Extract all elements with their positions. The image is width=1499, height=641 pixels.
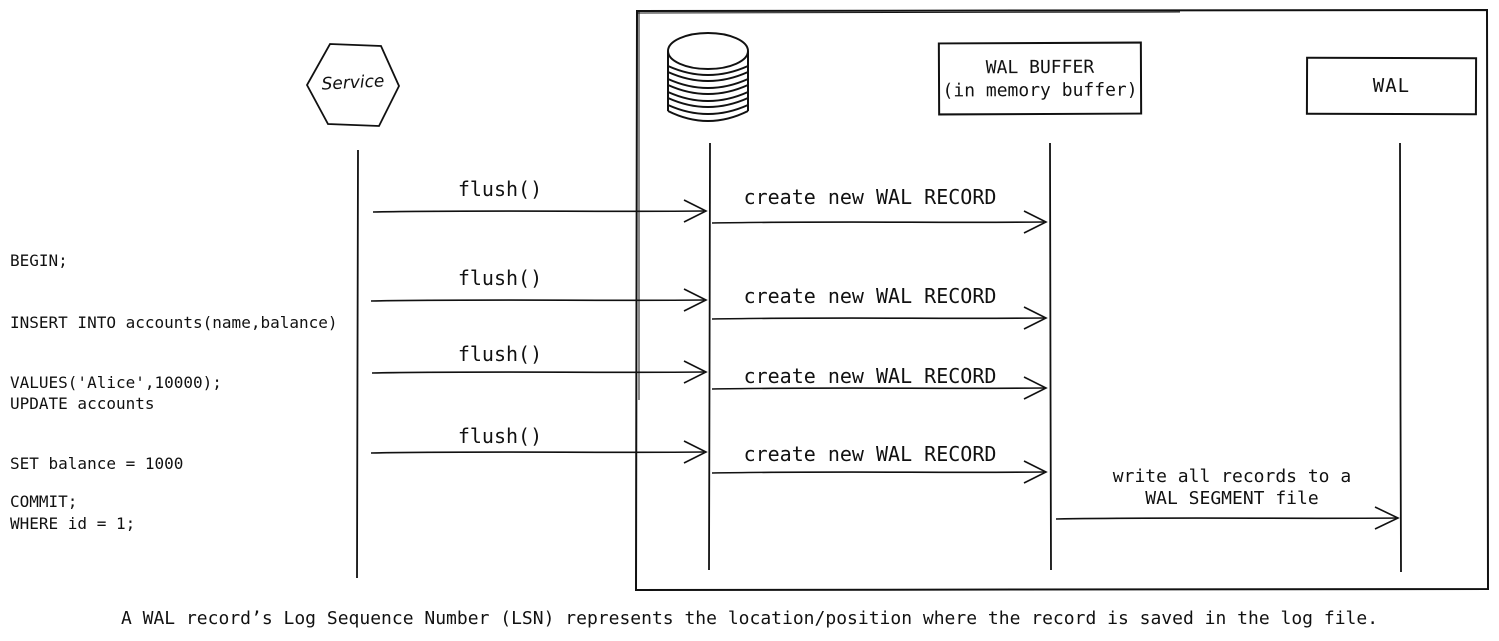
lsn-caption: A WAL record’s Log Sequence Number (LSN)… [120, 608, 1379, 629]
write-segment-arrow [1055, 506, 1400, 530]
create-record-arrow-2 [711, 306, 1048, 330]
wal-buffer-box: WAL BUFFER (in memory buffer) [937, 41, 1143, 116]
wal-title: WAL [1372, 74, 1411, 98]
flush-arrow-1 [372, 199, 708, 223]
sql-line: BEGIN; [10, 251, 68, 270]
create-record-label-2: create new WAL RECORD [743, 284, 997, 308]
sql-line: COMMIT; [10, 492, 78, 511]
database-icon [667, 32, 749, 122]
create-record-label-3: create new WAL RECORD [743, 364, 997, 388]
sql-line: WHERE id = 1; [10, 514, 136, 533]
sql-statement-update: UPDATE accounts SET balance = 1000 WHERE… [10, 354, 183, 574]
wal-buffer-lifeline [1049, 142, 1052, 571]
wal-buffer-subtitle: (in memory buffer) [942, 79, 1138, 101]
sql-statement-commit: COMMIT; [10, 452, 77, 552]
flush-message-label-2: flush() [457, 266, 543, 290]
sql-line: VALUES('Alice',10000); [10, 373, 222, 392]
create-record-arrow-1 [711, 210, 1048, 234]
flush-message-label-4: flush() [457, 424, 543, 448]
sql-statement-insert: INSERT INTO accounts(name,balance) VALUE… [10, 273, 338, 433]
create-record-label-4: create new WAL RECORD [743, 442, 997, 466]
database-lifeline [708, 142, 711, 571]
sql-line: INSERT INTO accounts(name,balance) [10, 313, 338, 332]
create-record-label-1: create new WAL RECORD [743, 185, 997, 209]
flush-arrow-2 [370, 288, 708, 312]
write-segment-label-line1: write all records to a [1112, 466, 1352, 487]
service-actor-label: Service [321, 71, 385, 95]
wal-buffer-title: WAL BUFFER [985, 56, 1095, 78]
write-segment-label-line2: WAL SEGMENT file [1145, 488, 1319, 509]
sql-line: SET balance = 1000 [10, 454, 184, 473]
service-lifeline [356, 149, 359, 579]
wal-lifeline [1399, 142, 1402, 573]
wal-box: WAL [1305, 56, 1478, 116]
sql-line: UPDATE accounts [10, 394, 155, 413]
write-segment-label: write all records to a WAL SEGMENT file [1082, 466, 1382, 510]
flush-message-label-1: flush() [457, 177, 543, 201]
sql-statement-begin: BEGIN; [10, 211, 68, 311]
flush-message-label-3: flush() [457, 342, 543, 366]
